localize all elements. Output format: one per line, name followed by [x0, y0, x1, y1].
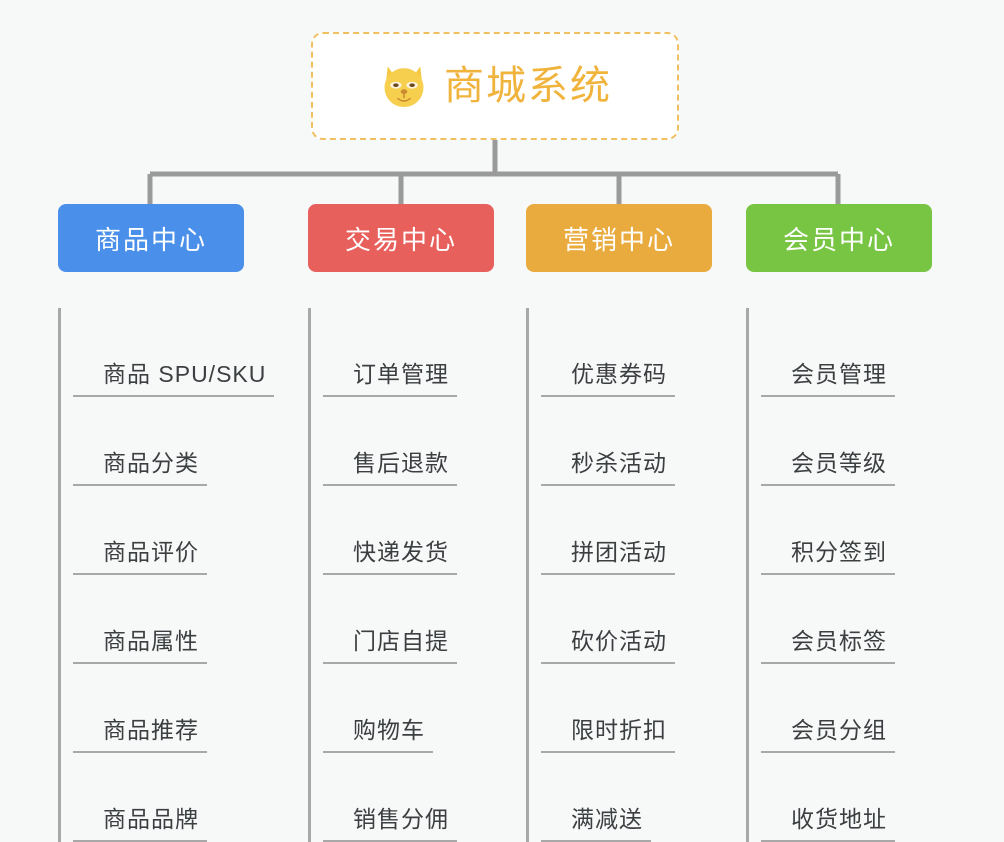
leaf-item-label: 会员管理 [761, 363, 895, 397]
leaf-item-label: 优惠券码 [541, 363, 675, 397]
leaf-item-label: 商品评价 [73, 541, 207, 575]
leaf-item-label: 门店自提 [323, 630, 457, 664]
leaf-item[interactable]: 商品评价 [73, 486, 244, 575]
leaf-item-label: 快递发货 [323, 541, 457, 575]
branch-column-3: 营销中心优惠券码秒杀活动拼团活动砍价活动限时折扣满减送 [526, 204, 712, 842]
branch-header-product-center[interactable]: 商品中心 [58, 204, 244, 272]
leaf-item-label: 限时折扣 [541, 719, 675, 753]
leaf-item[interactable]: 商品推荐 [73, 664, 244, 753]
leaf-item[interactable]: 购物车 [323, 664, 494, 753]
leaf-item-label: 积分签到 [761, 541, 895, 575]
branch-header-label: 商品中心 [94, 224, 207, 255]
leaf-item[interactable]: 会员管理 [761, 308, 932, 397]
branch-items-member-center: 会员管理会员等级积分签到会员标签会员分组收货地址 [746, 308, 932, 842]
branch-items-product-center: 商品 SPU/SKU 商品分类商品评价商品属性商品推荐商品品牌 [58, 308, 275, 842]
branch-column-1: 商品中心商品 SPU/SKU 商品分类商品评价商品属性商品推荐商品品牌 [58, 204, 275, 842]
leaf-item-label: 售后退款 [323, 452, 457, 486]
leaf-item[interactable]: 砍价活动 [541, 575, 712, 664]
leaf-item[interactable]: 拼团活动 [541, 486, 712, 575]
leaf-item-label: 拼团活动 [541, 541, 675, 575]
leaf-item-label: 商品属性 [73, 630, 207, 664]
leaf-item[interactable]: 销售分佣 [323, 753, 494, 842]
leaf-item-label: 订单管理 [323, 363, 457, 397]
leaf-item-label: 会员等级 [761, 452, 895, 486]
leaf-item[interactable]: 商品分类 [73, 397, 244, 486]
leaf-item[interactable]: 订单管理 [323, 308, 494, 397]
branch-header-member-center[interactable]: 会员中心 [746, 204, 932, 272]
root-title: 商城系统 [444, 64, 612, 108]
branch-header-label: 营销中心 [562, 224, 675, 255]
leaf-item-label: 秒杀活动 [541, 452, 675, 486]
leaf-item[interactable]: 商品品牌 [73, 753, 244, 842]
branch-header-label: 交易中心 [344, 224, 457, 255]
shiba-dog-face-icon [384, 66, 424, 108]
leaf-item-label: 砍价活动 [541, 630, 675, 664]
leaf-item[interactable]: 收货地址 [761, 753, 932, 842]
branch-items-marketing-center: 优惠券码秒杀活动拼团活动砍价活动限时折扣满减送 [526, 308, 712, 842]
leaf-item[interactable]: 商品 SPU/SKU [73, 308, 275, 397]
leaf-item[interactable]: 积分签到 [761, 486, 932, 575]
leaf-item[interactable]: 优惠券码 [541, 308, 712, 397]
leaf-item-label: 销售分佣 [323, 808, 457, 842]
leaf-item[interactable]: 满减送 [541, 753, 712, 842]
leaf-item-label: 会员分组 [761, 719, 895, 753]
leaf-item[interactable]: 会员分组 [761, 664, 932, 753]
branch-header-marketing-center[interactable]: 营销中心 [526, 204, 712, 272]
leaf-item[interactable]: 限时折扣 [541, 664, 712, 753]
leaf-item[interactable]: 快递发货 [323, 486, 494, 575]
branch-column-4: 会员中心会员管理会员等级积分签到会员标签会员分组收货地址 [746, 204, 932, 842]
leaf-item[interactable]: 秒杀活动 [541, 397, 712, 486]
leaf-item-label: 商品 SPU/SKU [73, 363, 275, 397]
branch-header-trade-center[interactable]: 交易中心 [308, 204, 494, 272]
leaf-item[interactable]: 商品属性 [73, 575, 244, 664]
leaf-item-label: 商品推荐 [73, 719, 207, 753]
leaf-item-label: 商品分类 [73, 452, 207, 486]
branch-items-trade-center: 订单管理售后退款快递发货门店自提购物车销售分佣 [308, 308, 494, 842]
leaf-item-label: 商品品牌 [73, 808, 207, 842]
leaf-item[interactable]: 售后退款 [323, 397, 494, 486]
leaf-item-label: 满减送 [541, 808, 651, 842]
root-node[interactable]: 商城系统 [311, 32, 679, 140]
leaf-item-label: 购物车 [323, 719, 433, 753]
leaf-item[interactable]: 门店自提 [323, 575, 494, 664]
branch-header-label: 会员中心 [782, 224, 895, 255]
leaf-item-label: 会员标签 [761, 630, 895, 664]
leaf-item-label: 收货地址 [761, 808, 895, 842]
branch-column-2: 交易中心订单管理售后退款快递发货门店自提购物车销售分佣 [308, 204, 494, 842]
leaf-item[interactable]: 会员标签 [761, 575, 932, 664]
leaf-item[interactable]: 会员等级 [761, 397, 932, 486]
